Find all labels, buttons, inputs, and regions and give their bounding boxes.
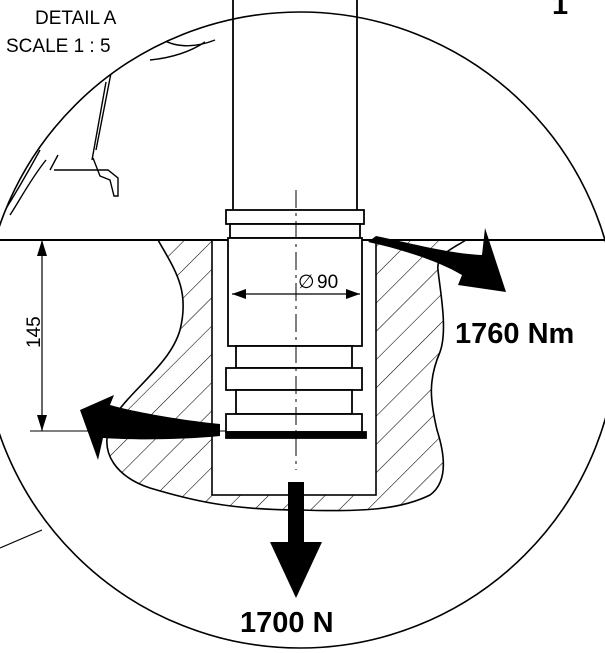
force-load-label: 1700 N (240, 607, 334, 639)
moment-load-label: 1760 Nm (455, 318, 574, 350)
moment-arrow-right (368, 228, 506, 292)
vertical-post (232, 0, 358, 210)
diameter-value: 90 (317, 272, 338, 293)
corner-fragment-text: 1 (552, 0, 568, 21)
detail-boundary-circle (0, 11, 605, 649)
detail-scale: SCALE 1 : 5 (6, 36, 111, 57)
diameter-symbol: ∅ (298, 272, 315, 293)
moment-arrow-left (80, 395, 220, 460)
detail-title: DETAIL A (35, 8, 117, 29)
depth-value: 145 (24, 316, 45, 348)
diameter-dimension: ∅ 90 (232, 272, 360, 299)
detail-leader-line (0, 529, 43, 549)
background-machine-part (0, 37, 216, 216)
force-arrow-down (270, 482, 322, 598)
post-foot-assembly (225, 209, 367, 439)
depth-dimension: 145 (24, 240, 226, 432)
